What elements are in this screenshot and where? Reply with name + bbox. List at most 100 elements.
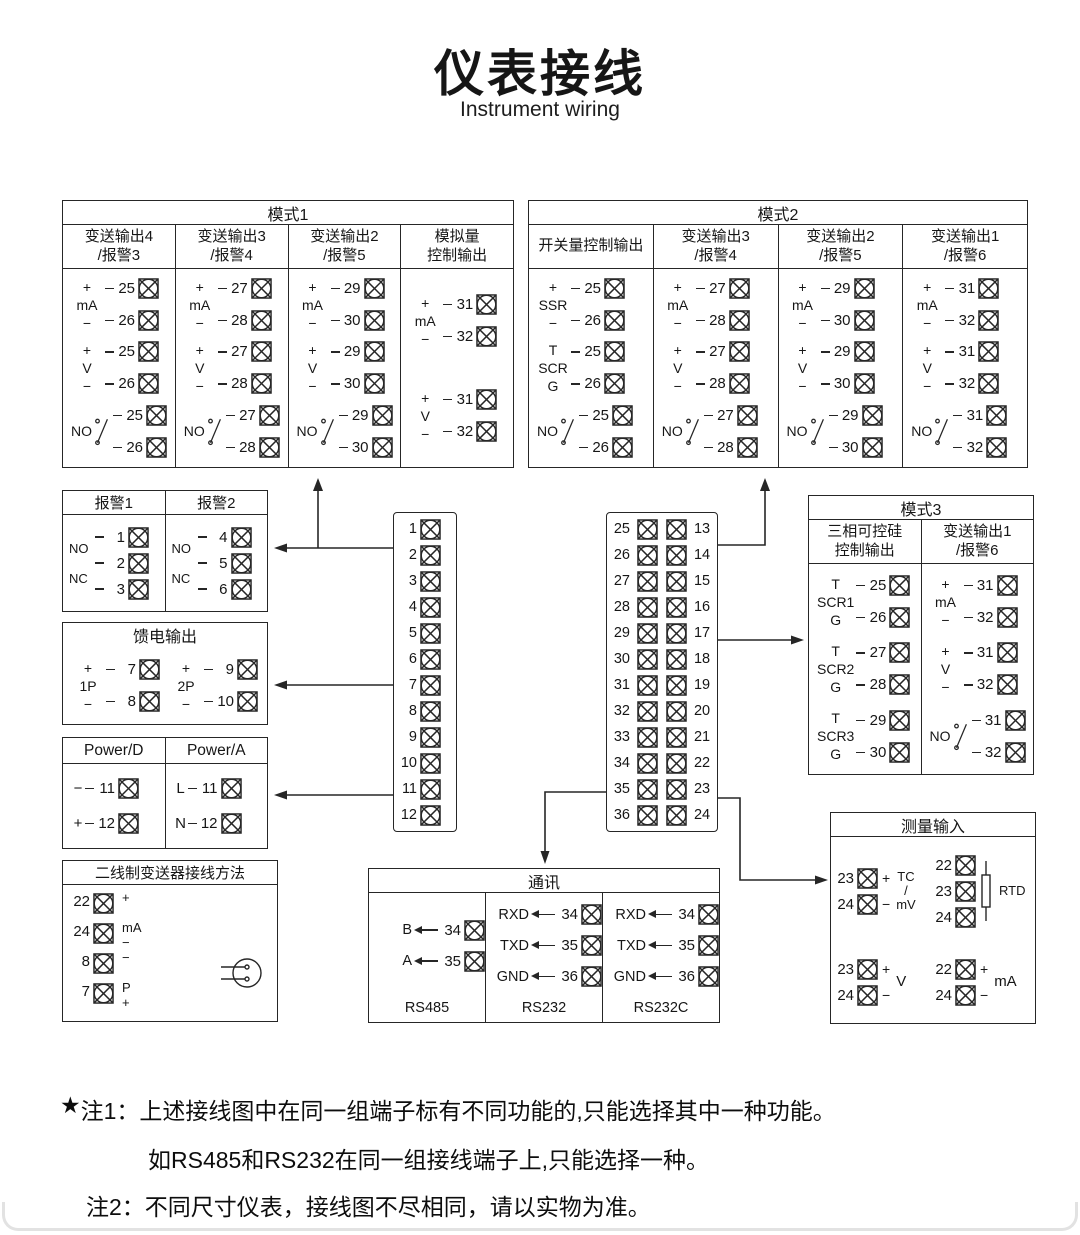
terminal-cell: 26 <box>579 435 633 459</box>
terminal-cell: 28 <box>695 309 750 333</box>
polarity-mark: + <box>980 961 989 977</box>
screw-terminal-icon <box>604 310 625 331</box>
terminal-cell: 27 <box>225 403 280 427</box>
group-top-mark: T <box>831 710 840 727</box>
polarity-mark: − <box>882 987 891 1003</box>
wire-stub <box>95 588 104 590</box>
group-top-mark: + <box>941 575 950 592</box>
signal-label: TXD <box>500 937 529 954</box>
wire-stub <box>820 351 830 353</box>
screw-terminal-icon <box>955 854 976 876</box>
screw-terminal-icon <box>955 906 976 928</box>
terminal-number: 25 <box>118 343 135 361</box>
screw-terminal-icon <box>128 578 149 600</box>
terminal-number: 32 <box>976 609 994 627</box>
wire-stub <box>856 652 866 654</box>
terminal-cell: 6 <box>197 577 252 601</box>
page-title: 仪表接线 <box>434 46 646 102</box>
column-header: 变送输出2 /报警5 <box>288 225 401 269</box>
screw-terminal-icon <box>665 570 687 592</box>
terminal-number: 32 <box>958 312 976 330</box>
group-name: V <box>940 660 951 677</box>
note-2: 注2：不同尺寸仪表，接线图不尽相同，请以实物为准。 <box>60 1188 836 1222</box>
group-label-side: +V− <box>662 342 694 394</box>
terminal-cell: 30 <box>820 309 875 333</box>
terminal-cell: 25 <box>571 277 625 301</box>
terminal-cell: 29 <box>856 708 911 732</box>
terminal-cell: 31 <box>443 293 498 317</box>
group-label-side: +V− <box>930 643 962 695</box>
terminal-number: 27 <box>613 573 630 589</box>
screw-terminal-icon <box>118 778 139 799</box>
group-name: V <box>307 359 318 376</box>
screw-terminal-icon <box>420 622 441 644</box>
wire-labels: mA− <box>122 920 142 951</box>
terminal-number: 22 <box>693 755 711 771</box>
group-top-mark: + <box>673 278 682 295</box>
polarity-mark: + <box>882 961 891 977</box>
group-name: NO <box>183 423 205 440</box>
terminal-number: 4 <box>219 528 228 546</box>
terminal-number: 27 <box>869 644 887 662</box>
wire-stub <box>443 335 453 338</box>
screw-terminal-icon <box>665 622 687 644</box>
terminal-number: 30 <box>343 375 361 393</box>
terminal-cell: 31 <box>963 641 1018 665</box>
screw-terminal-icon <box>698 904 719 925</box>
measure-block-4: 22+24−mA <box>933 943 1031 1021</box>
terminal-cell: 30 <box>330 372 385 396</box>
group-bottom-mark: − <box>798 377 807 394</box>
terminal-number: 32 <box>456 328 474 345</box>
terminal-number: 11 <box>401 781 417 797</box>
note1-tag: 注1： <box>80 1098 140 1124</box>
group-label-side: +V− <box>911 342 943 394</box>
terminal-number: 23 <box>693 781 711 797</box>
screw-terminal-icon <box>637 570 659 592</box>
terminal-cell: 3 <box>95 577 149 601</box>
screw-terminal-icon <box>1004 710 1026 731</box>
screw-terminal-icon <box>637 726 659 748</box>
feed-output-title: 馈电输出 <box>132 629 197 646</box>
wire-stub <box>204 700 213 703</box>
wire-labels: + <box>122 890 130 906</box>
terminal-number: 27 <box>709 343 726 361</box>
screw-terminal-icon <box>420 752 441 774</box>
terminal-number: 7 <box>81 983 90 1000</box>
group-name: mA <box>414 312 436 329</box>
terminal-number: 28 <box>239 438 256 456</box>
terminal-number: 24 <box>837 986 854 1004</box>
wire-stub <box>945 287 955 290</box>
terminal-cell: 29 <box>330 277 385 301</box>
transmitter-icon <box>221 958 262 988</box>
screw-terminal-icon <box>889 642 911 664</box>
screw-terminal-icon <box>220 778 242 799</box>
wire-stub <box>571 319 580 322</box>
screw-terminal-icon <box>955 984 976 1006</box>
terminal-number: 12 <box>400 807 417 823</box>
